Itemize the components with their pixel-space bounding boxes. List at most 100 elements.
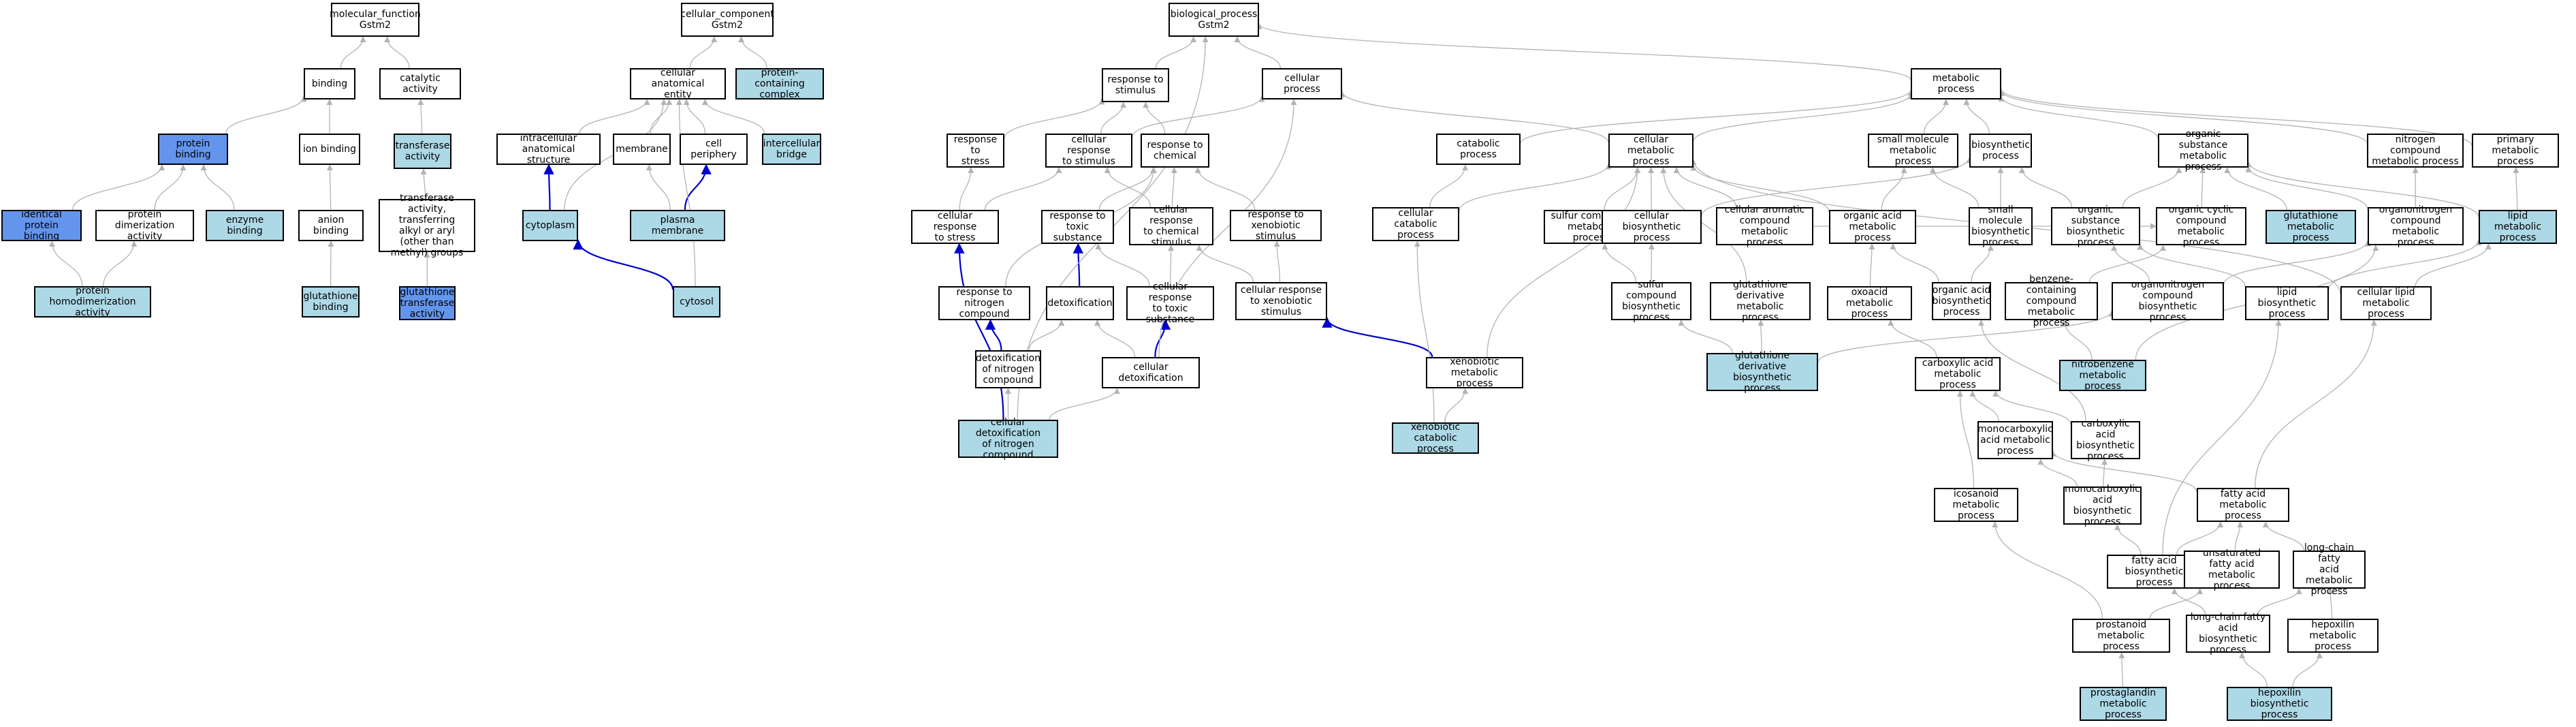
go-term-cellaromatic[interactable]: cellular aromatic compound metabolic pro… — [1716, 204, 1813, 248]
go-term-bridge[interactable]: intercellular bridge — [762, 134, 821, 165]
edge-carboxylic-to-oxoacid — [1888, 320, 1937, 358]
go-term-lipidbio[interactable]: lipid biosynthetic process — [2245, 286, 2329, 320]
go-term-respstim[interactable]: response to stimulus — [1102, 68, 1169, 102]
go-term-longchain[interactable]: long-chain fatty acid metabolic process — [2293, 542, 2366, 597]
go-term-protcomplex[interactable]: protein-containing complex — [735, 67, 824, 100]
go-term-gst[interactable]: glutathione transferase activity — [399, 286, 456, 320]
go-term-enzymebind[interactable]: enzyme binding — [206, 210, 284, 241]
go-term-catalytic[interactable]: catalytic activity — [379, 68, 461, 99]
go-term-cellrespstress[interactable]: cellular response to stress — [911, 210, 999, 244]
go-term-glutmetab[interactable]: glutathione metabolic process — [2265, 210, 2356, 244]
go-term-binding[interactable]: binding — [304, 68, 355, 99]
go-term-protbind[interactable]: protein binding — [158, 134, 228, 165]
go-term-cellrespstim[interactable]: cellular response to stimulus — [1045, 134, 1132, 168]
go-term-glutderivbio[interactable]: glutathione derivative biosynthetic proc… — [1706, 350, 1818, 394]
go-term-nitrobenzene[interactable]: nitrobenzene metabolic process — [2059, 359, 2146, 392]
go-term-cc[interactable]: cellular_component Gstm2 — [680, 3, 774, 37]
go-term-orgacid[interactable]: organic acid metabolic process — [1829, 210, 1916, 244]
go-term-longchainbio[interactable]: long-chain fatty acid biosynthetic proce… — [2186, 612, 2270, 655]
go-term-monocarbbio[interactable]: monocarboxylic acid biosynthetic process — [2063, 484, 2142, 527]
go-term-organonitro[interactable]: organonitrogen compound metabolic proces… — [2368, 204, 2464, 248]
go-term-hepoxilinbio[interactable]: hepoxilin biosynthetic process — [2227, 687, 2332, 721]
edge-cellrespstim-to-respstim — [1100, 102, 1127, 134]
go-term-resptoxic[interactable]: response to toxic substance — [1041, 210, 1114, 244]
go-term-carbbio[interactable]: carboxylic acid biosynthetic process — [2071, 418, 2140, 462]
go-term-cellproc[interactable]: cellular process — [1262, 68, 1342, 99]
go-term-cellrespxeno[interactable]: cellular response to xenobiotic stimulus — [1235, 282, 1327, 320]
edge-lipidmetab-to-orgsubst — [2245, 161, 2479, 218]
go-term-plasmamem[interactable]: plasma membrane — [630, 210, 725, 241]
go-term-transalkyl[interactable]: transferase activity, transferring alkyl… — [379, 193, 475, 258]
go-term-biosynth[interactable]: biosynthetic process — [1969, 134, 2032, 168]
go-term-cellrespchem[interactable]: cellular response to chemical stimulus — [1129, 204, 1213, 248]
go-term-cytoplasm[interactable]: cytoplasm — [522, 210, 578, 241]
go-term-fattyacid[interactable]: fatty acid metabolic process — [2197, 488, 2289, 522]
edge-monocarbbio-to-monocarb — [2037, 459, 2078, 487]
go-term-protdimer[interactable]: protein dimerization activity — [95, 209, 194, 242]
go-term-lipidmetab[interactable]: lipid metabolic process — [2479, 210, 2557, 244]
go-term-celldetoxnitro[interactable]: cellular detoxification of nitrogen comp… — [958, 417, 1058, 461]
go-term-carboxylic[interactable]: carboxylic acid metabolic process — [1915, 357, 2001, 391]
go-term-celllipid[interactable]: cellular lipid metabolic process — [2340, 286, 2432, 320]
go-term-prostanoid[interactable]: prostanoid metabolic process — [2072, 619, 2170, 653]
go-term-orgsubst[interactable]: organic substance metabolic process — [2158, 129, 2248, 172]
go-term-orgcyclic[interactable]: organic cyclic compound metabolic proces… — [2156, 204, 2246, 248]
go-term-benzene[interactable]: benzene-containing compound metabolic pr… — [2005, 274, 2098, 328]
go-term-prostaglandin[interactable]: prostaglandin metabolic process — [2080, 687, 2167, 721]
edge-celldetox-to-detox — [1094, 320, 1136, 358]
go-term-respchem[interactable]: response to chemical — [1141, 134, 1209, 168]
go-term-intracellular[interactable]: intracellular anatomical structure — [496, 133, 601, 166]
go-term-hepoxilinmetab[interactable]: hepoxilin metabolic process — [2287, 619, 2379, 653]
edge-organonitrobio-to-organonitro — [2223, 240, 2371, 285]
go-term-metab[interactable]: metabolic process — [1911, 68, 2001, 99]
go-term-oxoacid[interactable]: oxoacid metabolic process — [1827, 286, 1912, 320]
go-term-detoxnitro[interactable]: detoxification of nitrogen compound — [975, 350, 1041, 388]
edge-nitrobenzene-to-benzene — [2061, 320, 2093, 360]
edge-celllipid-to-lipidmetab — [2415, 243, 2492, 287]
edge-orgacidbio-to-orgacid — [1890, 243, 1939, 283]
go-term-mf[interactable]: molecular_function Gstm2 — [330, 3, 421, 37]
go-term-periphery[interactable]: cell periphery — [680, 134, 748, 165]
edge-biosynth-to-metab — [1963, 99, 1990, 134]
go-term-smallmol[interactable]: small molecule metabolic process — [1868, 134, 1958, 168]
go-term-cellmetab[interactable]: cellular metabolic process — [1608, 134, 1694, 168]
go-term-orgsubstbio[interactable]: organic substance biosynthetic process — [2051, 204, 2140, 248]
edge-sulfurbio-to-sulfurmetab — [1602, 243, 1636, 283]
go-term-xenocatab[interactable]: xenobiotic catabolic process — [1392, 422, 1479, 454]
go-term-cellcatab[interactable]: cellular catabolic process — [1372, 207, 1459, 241]
go-term-ionbind[interactable]: ion binding — [299, 134, 360, 165]
go-term-catabolic[interactable]: catabolic process — [1436, 134, 1521, 165]
go-term-identical[interactable]: identical protein binding — [1, 209, 82, 242]
edge-plasmamem-to-periphery — [684, 164, 712, 211]
go-term-celldetox[interactable]: cellular detoxification — [1102, 357, 1200, 388]
go-term-homodimer[interactable]: protein homodimerization activity — [34, 285, 151, 318]
go-term-bp[interactable]: biological_process Gstm2 — [1168, 3, 1259, 37]
edge-orgacidbio-to-smallmolbio — [1971, 245, 1994, 283]
go-term-unsatfatty[interactable]: unsaturated fatty acid metabolic process — [2184, 548, 2280, 591]
go-term-detox[interactable]: detoxification — [1046, 286, 1114, 320]
go-term-respnitro[interactable]: response to nitrogen compound — [938, 286, 1030, 320]
edge-prostanoid-to-icosanoid — [1992, 521, 2103, 619]
go-term-respxeno[interactable]: response to xenobiotic stimulus — [1230, 209, 1322, 242]
go-term-sulfurbio[interactable]: sulfur compound biosynthetic process — [1611, 279, 1691, 323]
go-term-icosanoid[interactable]: icosanoid metabolic process — [1934, 488, 2018, 522]
go-term-cytosol[interactable]: cytosol — [673, 286, 720, 318]
go-term-glutbind[interactable]: glutathione binding — [302, 286, 360, 318]
edge-orgsubstbio-to-orgsubst — [2122, 167, 2182, 208]
go-term-primary[interactable]: primary metabolic process — [2472, 134, 2559, 168]
go-term-anionbind[interactable]: anion binding — [298, 210, 364, 241]
go-term-nitrogencomp[interactable]: nitrogen compound metabolic process — [2367, 134, 2464, 168]
go-term-membrane[interactable]: membrane — [613, 134, 671, 165]
go-term-smallmolbio[interactable]: small molecule biosynthetic process — [1969, 204, 2033, 248]
go-term-transferase[interactable]: transferase activity — [394, 134, 451, 169]
go-term-respstress[interactable]: response to stress — [947, 134, 1004, 168]
go-term-cellresptoxic[interactable]: cellular response to toxic substance — [1126, 281, 1214, 325]
go-term-xenometab[interactable]: xenobiotic metabolic process — [1426, 356, 1523, 389]
go-term-orgacidbio[interactable]: organic acid biosynthetic process — [1932, 282, 1991, 320]
go-term-monocarb[interactable]: monocarboxylic acid metabolic process — [1977, 421, 2053, 459]
go-term-organonitrobio[interactable]: organonitrogen compound biosynthetic pro… — [2112, 279, 2224, 323]
edge-monocarbbio-to-carbbio — [2101, 459, 2108, 487]
go-term-cellbiosynth[interactable]: cellular biosynthetic process — [1602, 210, 1702, 244]
go-term-cae[interactable]: cellular anatomical entity — [630, 67, 726, 100]
go-term-glutderivmetab[interactable]: glutathione derivative metabolic process — [1710, 279, 1811, 323]
